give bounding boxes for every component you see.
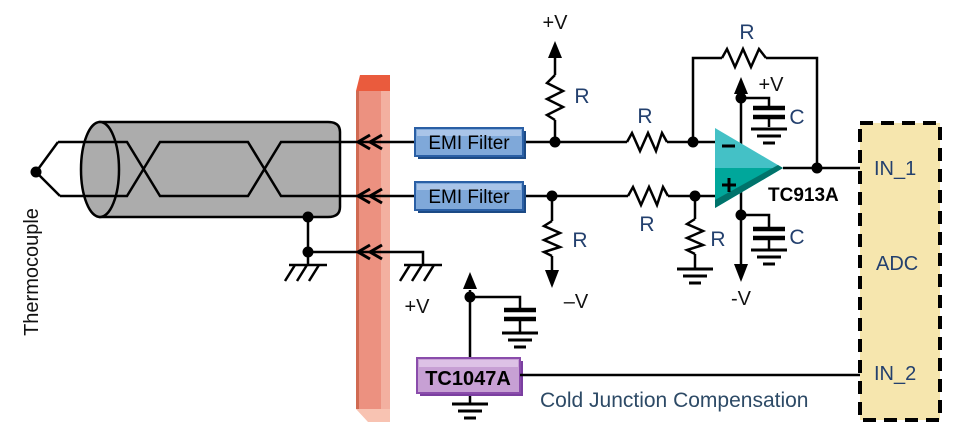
ground-icon (751, 248, 787, 266)
barrier-highlight (381, 91, 390, 409)
emi-box-highlight (417, 184, 521, 190)
text-labels: Thermocouple +V R R R +V C R –V R R C -V… (21, 12, 839, 412)
adc-in1-label: IN_1 (874, 158, 916, 180)
thermocouple-wires (30, 140, 415, 198)
resistor-label: R (710, 228, 725, 251)
resistor-label: R (572, 229, 587, 252)
resistor-symbol (626, 183, 670, 209)
noninverting-input-plus-icon (722, 178, 736, 192)
barrier-bottom-cap (356, 409, 390, 422)
opamp-dark-edge (715, 165, 783, 208)
ground-icon (452, 402, 488, 420)
twisted-wire-a (58, 140, 415, 198)
plus-v-label: +V (404, 296, 430, 318)
sensor-label: TC1047A (425, 368, 511, 390)
wire (470, 295, 522, 308)
chevron-left-icon (355, 187, 383, 205)
ground-icon (677, 267, 713, 285)
cold-junction-label: Cold Junction Compensation (540, 389, 809, 412)
chassis-ground-icon (398, 263, 442, 282)
minus-v-label: –V (564, 291, 589, 313)
thermocouple-label: Thermocouple (21, 208, 43, 336)
supply-arrow-down-icon (545, 270, 559, 288)
sensor-tc1047a: TC1047A (416, 272, 860, 420)
resistor-symbol (683, 217, 707, 256)
adc-in2-label: IN_2 (874, 363, 916, 385)
feedthrough-arrows (355, 133, 383, 261)
sensor-box-highlight (419, 360, 518, 367)
shielded-cable (79, 120, 342, 219)
ground-icon (751, 127, 787, 145)
shield-ground-path (283, 211, 442, 282)
channel-1 (523, 41, 819, 168)
cable-body (98, 120, 342, 219)
supply-arrow-up-icon (734, 77, 748, 94)
resistor-symbol (720, 45, 767, 71)
plus-v-label: +V (758, 74, 784, 96)
opamp-tc913a (715, 128, 783, 208)
chassis-ground-icon (283, 263, 327, 282)
supply-arrow-up-icon (548, 41, 562, 58)
emi-box-highlight (417, 130, 521, 136)
chevron-left-icon (355, 133, 383, 151)
opamp-label: TC913A (768, 185, 839, 206)
feedback-wire (766, 56, 819, 168)
resistor-label: R (739, 21, 754, 44)
adc-block: IN_1 ADC IN_2 (858, 121, 942, 422)
barrier-shade (356, 91, 359, 409)
supply-arrow-up-icon (463, 272, 477, 289)
emi-filter-label: EMI Filter (428, 187, 510, 208)
resistor-label: R (637, 105, 652, 128)
emi-filter-label: EMI Filter (428, 133, 510, 154)
plus-v-label: +V (542, 12, 568, 34)
adc-name-label: ADC (876, 253, 918, 275)
resistor-label: R (574, 85, 589, 108)
wire (741, 96, 771, 106)
emi-filter-2: EMI Filter (414, 181, 526, 213)
junction-lead-top (34, 141, 60, 173)
minus-v-label: -V (731, 288, 752, 310)
adc-box (858, 121, 942, 422)
junction-lead-bottom (35, 171, 61, 197)
shield-cross-wire (308, 250, 425, 265)
resistor-symbol (544, 74, 566, 122)
resistor-symbol (540, 219, 564, 258)
resistor-symbol (625, 129, 669, 155)
node-dot (811, 162, 823, 174)
twisted-wire-b (60, 140, 415, 198)
opamp-power (734, 77, 787, 282)
supply-arrow-down-icon (734, 264, 748, 282)
chevron-left-icon (355, 243, 383, 261)
capacitor-label: C (789, 226, 804, 249)
emi-filter-1: EMI Filter (414, 127, 526, 159)
channel-2 (523, 183, 716, 288)
ground-icon (502, 331, 538, 349)
wire (741, 213, 771, 227)
resistor-label: R (639, 213, 654, 236)
feedback-wire (691, 56, 722, 142)
cable-end-cap (79, 120, 121, 219)
capacitor-label: C (789, 106, 804, 129)
barrier-top-cap (356, 75, 390, 91)
